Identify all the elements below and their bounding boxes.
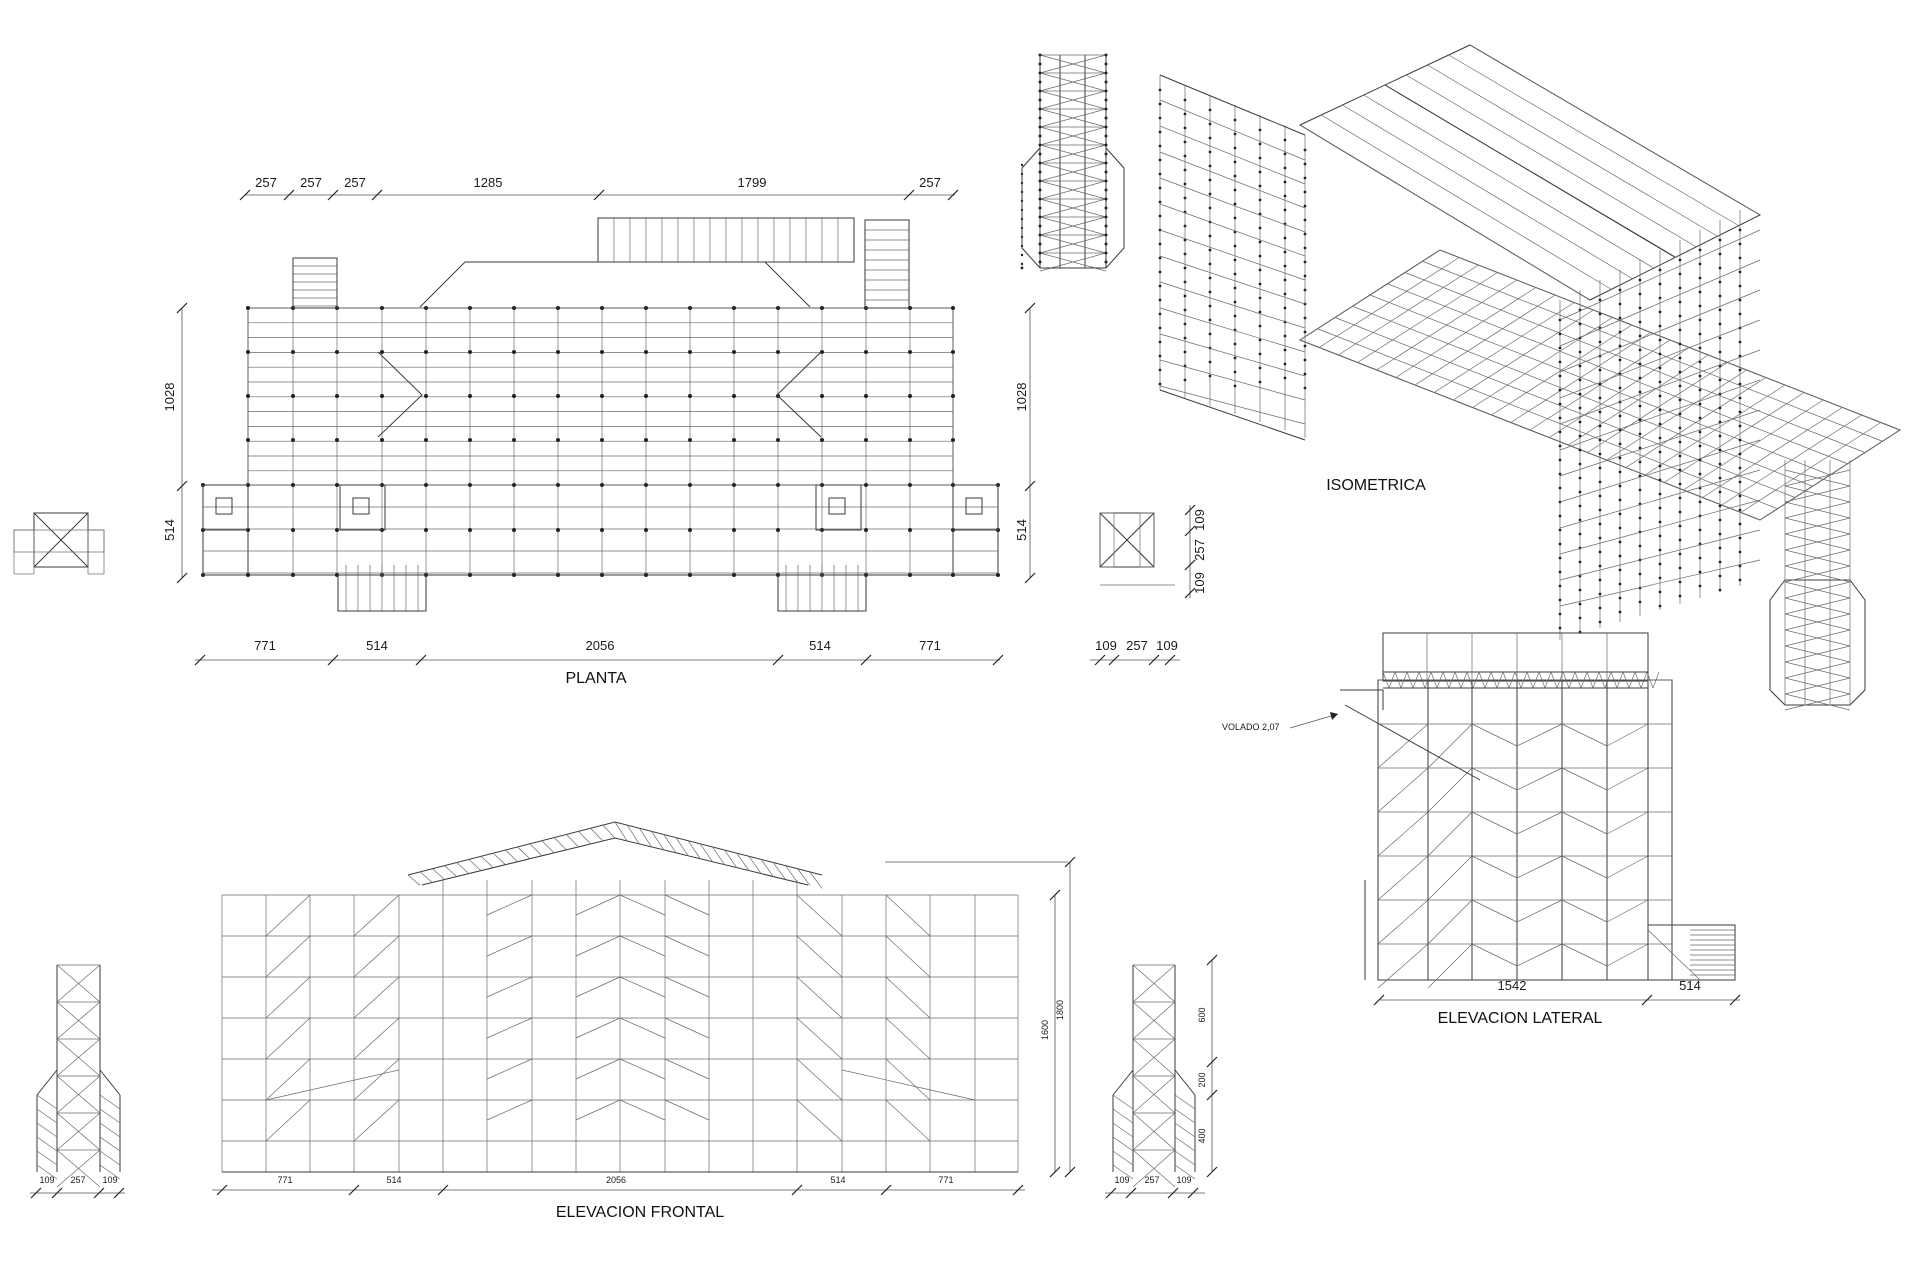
dim-771-left: 771 bbox=[254, 638, 276, 653]
front-dim-514-right: 514 bbox=[830, 1175, 845, 1185]
dim-1285: 1285 bbox=[474, 175, 503, 190]
tower-right-dim-200: 200 bbox=[1197, 1072, 1207, 1087]
elevacion-lateral-title: ELEVACION LATERAL bbox=[1438, 1010, 1603, 1027]
dim-257-a: 257 bbox=[255, 175, 277, 190]
tower-elevation-left: 109 257 109 bbox=[30, 964, 125, 1199]
isometric-view: ISOMETRICA bbox=[1158, 44, 1902, 711]
dim-514-left: 514 bbox=[366, 638, 388, 653]
dim-257-d: 257 bbox=[919, 175, 941, 190]
side-elevation-view: VOLADO 2,07 1542 514 ELEVACION LATERAL bbox=[1222, 632, 1741, 1027]
dim-514-right: 514 bbox=[809, 638, 831, 653]
tower-right-dim-400: 400 bbox=[1197, 1128, 1207, 1143]
front-dim-2056: 2056 bbox=[606, 1175, 626, 1185]
tower-plan-left bbox=[13, 512, 105, 575]
dim-257-c: 257 bbox=[344, 175, 366, 190]
dim-1799: 1799 bbox=[738, 175, 767, 190]
lat-dim-1542: 1542 bbox=[1498, 978, 1527, 993]
planta-title: PLANTA bbox=[565, 670, 626, 687]
front-dim-1800: 1800 bbox=[1055, 1000, 1065, 1020]
isometrica-title: ISOMETRICA bbox=[1326, 477, 1426, 494]
tower-left-dim-109-a: 109 bbox=[39, 1175, 54, 1185]
dim-1028-left: 1028 bbox=[162, 383, 177, 412]
dim-1028-right: 1028 bbox=[1014, 383, 1029, 412]
dim-514-vert-right: 514 bbox=[1014, 519, 1029, 541]
tower-plan-dim-109-left: 109 bbox=[1095, 638, 1117, 653]
tower-right-dim-109-b: 109 bbox=[1176, 1175, 1191, 1185]
front-dim-771-right: 771 bbox=[938, 1175, 953, 1185]
volado-note: VOLADO 2,07 bbox=[1222, 722, 1280, 732]
front-dim-1600: 1600 bbox=[1040, 1020, 1050, 1040]
tower-elevation-right: 109 257 109 600 200 400 bbox=[1105, 954, 1218, 1199]
front-dim-514-left: 514 bbox=[386, 1175, 401, 1185]
tower-left-dim-257: 257 bbox=[70, 1175, 85, 1185]
elevacion-frontal-title: ELEVACION FRONTAL bbox=[556, 1204, 724, 1221]
front-elevation-view: 1600 1800 771 514 2056 514 771 ELEVACION… bbox=[212, 821, 1076, 1221]
dim-514-vert-left: 514 bbox=[162, 519, 177, 541]
tower-left-dim-109-b: 109 bbox=[102, 1175, 117, 1185]
lat-dim-514: 514 bbox=[1679, 978, 1701, 993]
tower-iso-small bbox=[1020, 53, 1125, 272]
plan-view: 257 257 257 1285 1799 257 771 514 2056 5… bbox=[162, 175, 1036, 687]
tower-right-dim-600: 600 bbox=[1197, 1007, 1207, 1022]
tower-plan-right: 109 257 109 109 257 109 bbox=[1090, 504, 1207, 666]
dim-2056: 2056 bbox=[586, 638, 615, 653]
tower-right-dim-109-a: 109 bbox=[1114, 1175, 1129, 1185]
tower-plan-dim-257: 257 bbox=[1126, 638, 1148, 653]
front-dim-771-left: 771 bbox=[277, 1175, 292, 1185]
tower-plan-dim-109-right: 109 bbox=[1156, 638, 1178, 653]
tower-right-dim-257: 257 bbox=[1144, 1175, 1159, 1185]
tower-plan-dim-109-bottom: 109 bbox=[1192, 572, 1207, 594]
dim-257-b: 257 bbox=[300, 175, 322, 190]
dim-771-right: 771 bbox=[919, 638, 941, 653]
tower-plan-dim-257-vert: 257 bbox=[1192, 539, 1207, 561]
tower-plan-dim-109-top: 109 bbox=[1192, 509, 1207, 531]
